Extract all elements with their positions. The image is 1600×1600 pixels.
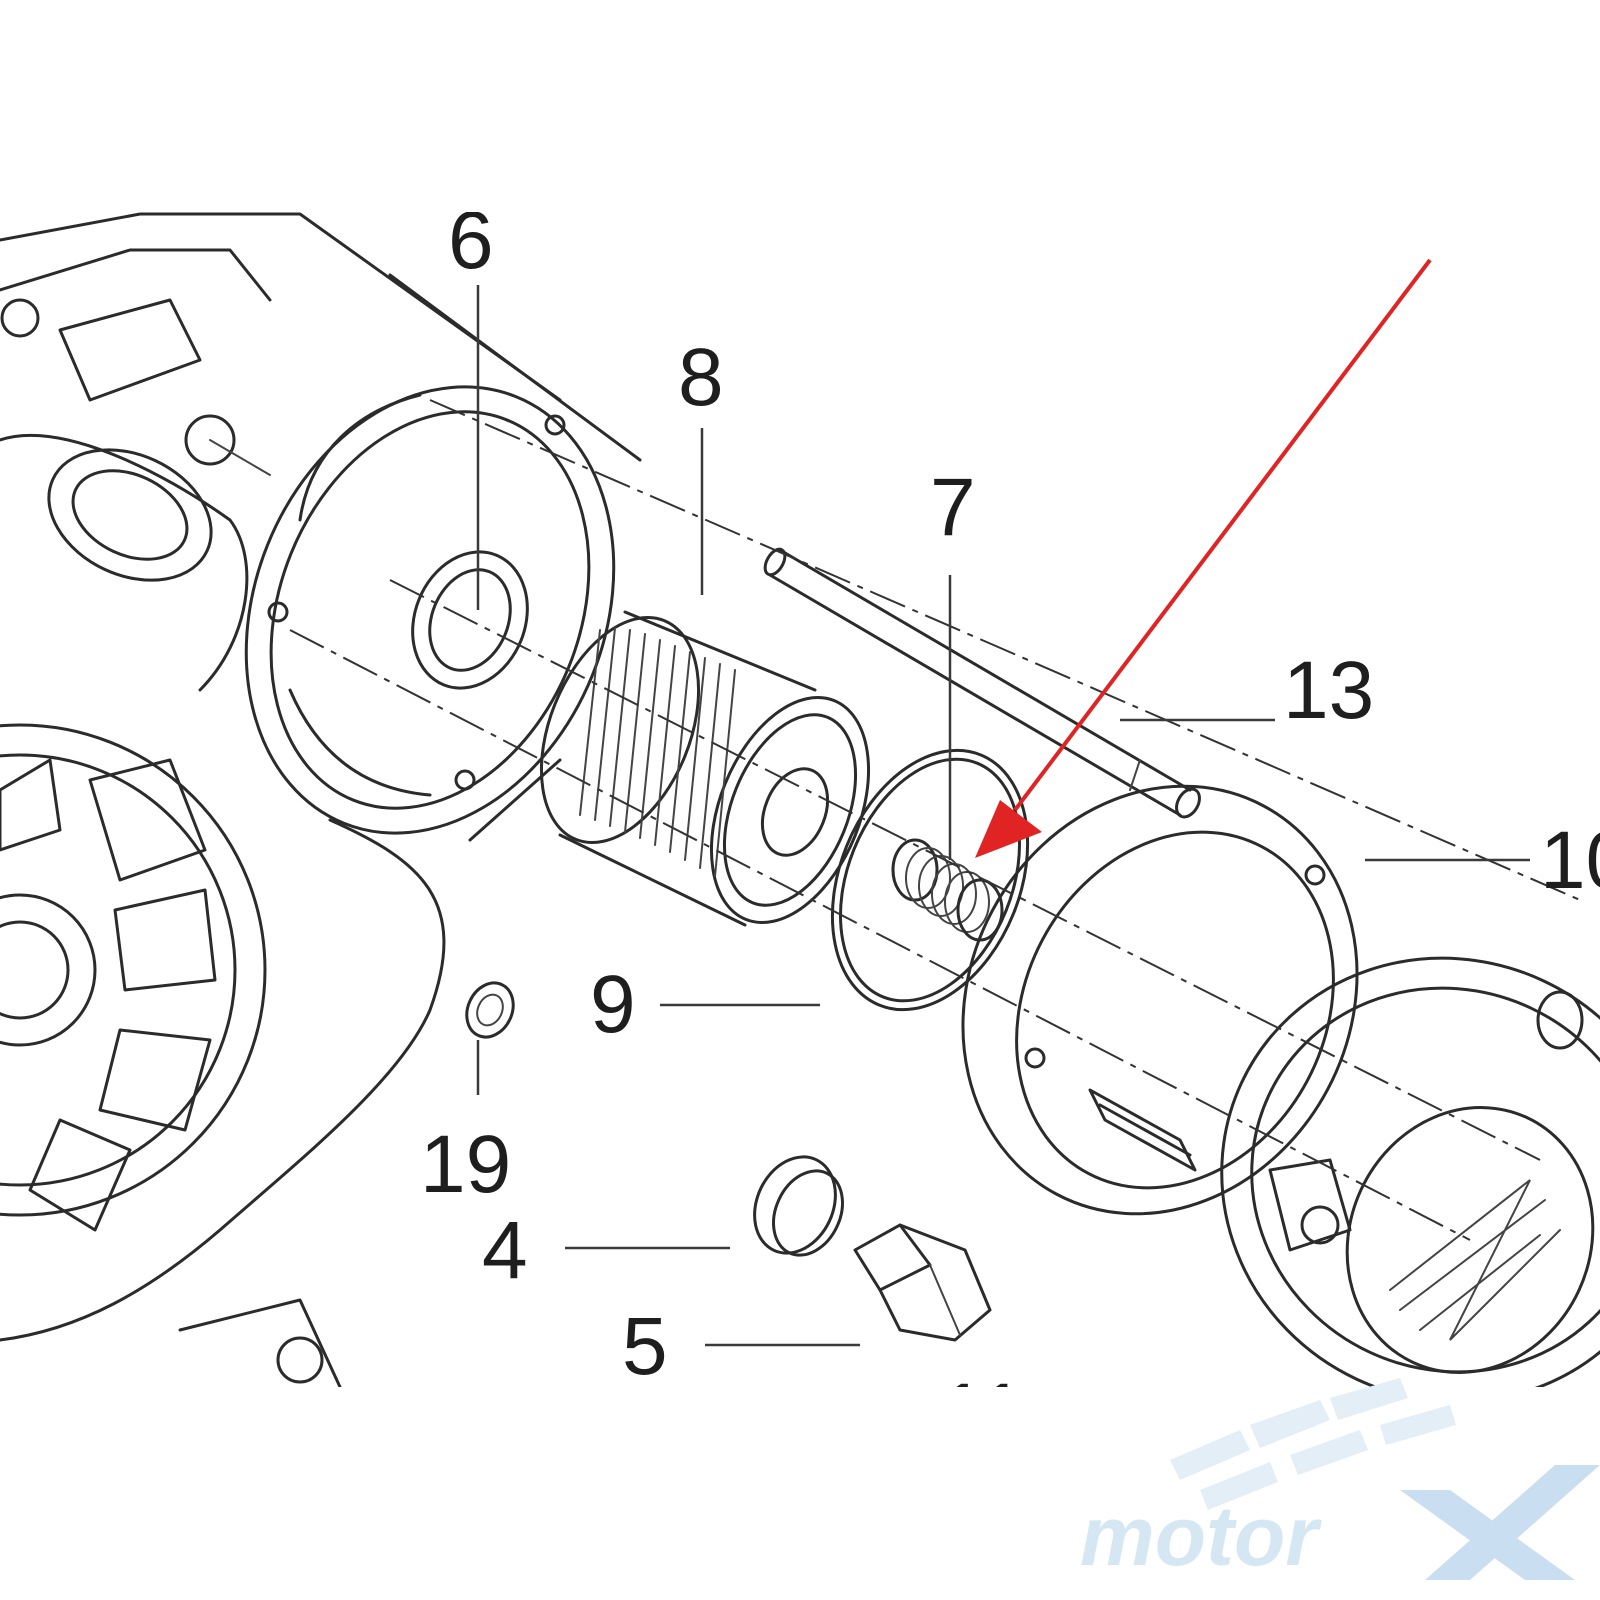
callout-6: 6 xyxy=(448,195,494,286)
highlight-arrow-head xyxy=(975,800,1042,858)
callout-9: 9 xyxy=(590,959,636,1050)
callout-7: 7 xyxy=(930,462,976,553)
checkered-flag-icon xyxy=(1170,1378,1456,1510)
filter-pleats xyxy=(579,627,736,877)
callout-8: 8 xyxy=(678,332,724,423)
assembly-axes xyxy=(289,399,1581,1241)
filter-cover xyxy=(1220,956,1600,1387)
callout-10: 10 xyxy=(1540,815,1600,906)
engine-crankcase xyxy=(0,212,562,1387)
callout-5: 5 xyxy=(622,1301,668,1392)
highlight-arrow xyxy=(975,258,1432,858)
gasket-part-10 xyxy=(961,784,1359,1216)
callout-13: 13 xyxy=(1283,645,1374,736)
filter-housing xyxy=(244,273,642,842)
x-mark-icon xyxy=(1400,1465,1600,1580)
leader-lines xyxy=(476,285,1530,1347)
o-ring-part-9 xyxy=(830,748,1030,1012)
motorx-watermark-logo: motor xyxy=(1080,1378,1600,1583)
washer-part-19 xyxy=(465,981,515,1039)
watermark-text: motor xyxy=(1080,1489,1322,1583)
seal-ring-part-4 xyxy=(753,1155,844,1257)
oil-filter-cartridge-part-8 xyxy=(539,610,871,927)
callout-19: 19 xyxy=(420,1119,511,1210)
callout-4: 4 xyxy=(482,1205,528,1296)
drain-bolt-part-11 xyxy=(853,1223,992,1342)
stud-part-13 xyxy=(763,547,1201,819)
highlight-arrow-shaft xyxy=(1013,258,1432,812)
callout-11: 11 xyxy=(940,1367,1025,1458)
